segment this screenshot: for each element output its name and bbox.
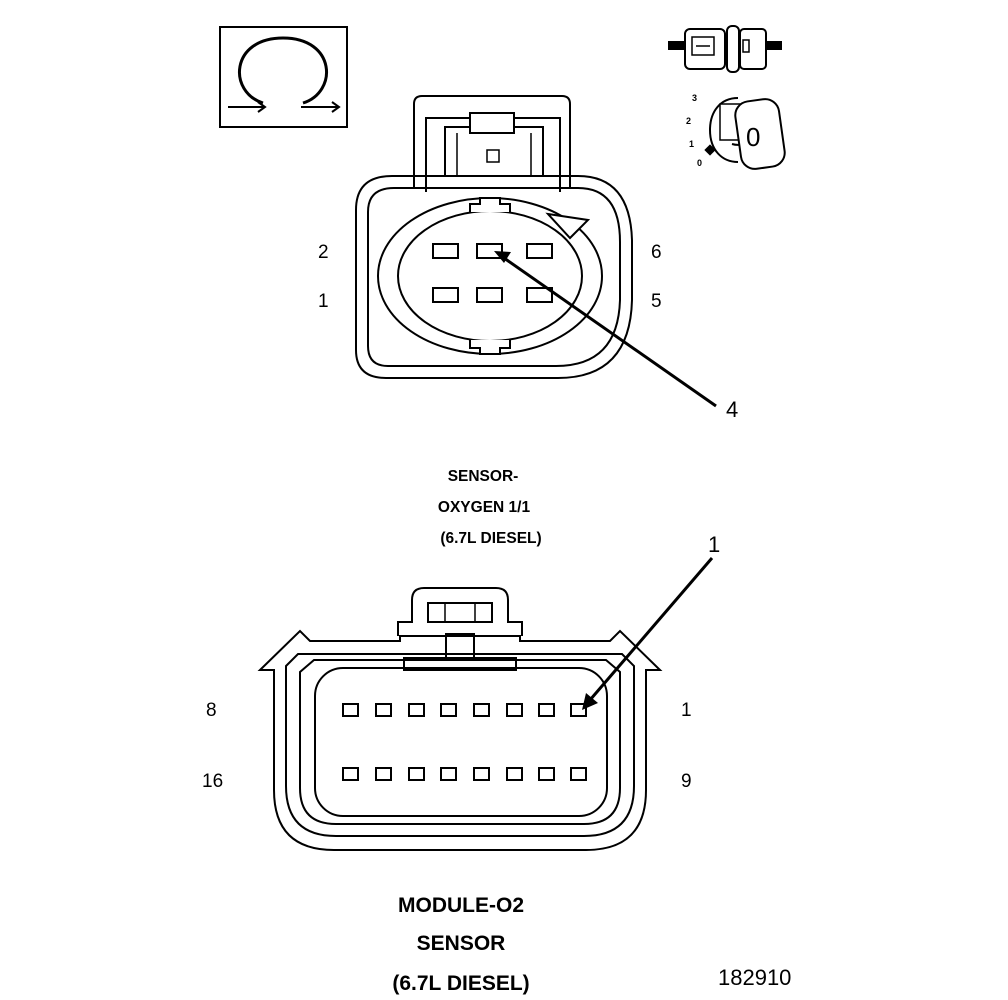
connector-side-view-icon <box>668 25 782 73</box>
key-position-1: 1 <box>689 139 694 149</box>
ignition-key-icon: 3 2 1 0 0 <box>686 93 786 170</box>
key-position-2: 2 <box>686 116 691 126</box>
module-cavity-13 <box>440 767 457 781</box>
key-position-3: 3 <box>692 93 697 103</box>
module-caption-line3: (6.7L DIESEL) <box>392 972 529 995</box>
module-cavity-7 <box>375 703 392 717</box>
module-cavity-5 <box>440 703 457 717</box>
module-cavity-2 <box>538 703 555 717</box>
sensor-caption-line1: SENSOR- <box>448 468 519 485</box>
module-cavity-10 <box>538 767 555 781</box>
cavity-grid <box>342 703 587 781</box>
pin-label-2: 2 <box>318 242 329 263</box>
module-cavity-9 <box>570 767 587 781</box>
module-cavity-6 <box>408 703 425 717</box>
module-cavity-3 <box>506 703 523 717</box>
pin-label-16: 16 <box>202 771 223 792</box>
cavity-1 <box>432 287 459 303</box>
cavity-5 <box>526 287 553 303</box>
sensor-caption-line2: OXYGEN 1/1 <box>438 499 531 516</box>
module-caption-line2: SENSOR <box>417 932 506 955</box>
pin-label-8: 8 <box>206 700 217 721</box>
o2-module-connector <box>257 587 663 851</box>
module-cavity-14 <box>408 767 425 781</box>
module-caption-line1: MODULE-O2 <box>398 894 524 917</box>
callout-arrow-4 <box>494 251 717 408</box>
cavity-6 <box>526 243 553 259</box>
sensor-caption-line3: (6.7L DIESEL) <box>440 530 541 547</box>
pin-label-6: 6 <box>651 242 662 263</box>
module-cavity-12 <box>473 767 490 781</box>
cavity-3 <box>476 287 503 303</box>
module-cavity-16 <box>342 767 359 781</box>
pin-label-5: 5 <box>651 291 662 312</box>
omega-symbol-icon <box>219 26 348 128</box>
cavity-4 <box>476 243 503 259</box>
module-cavity-4 <box>473 703 490 717</box>
pin-label-1-bottom: 1 <box>681 700 692 721</box>
module-cavity-8 <box>342 703 359 717</box>
callout-arrow-1 <box>582 557 714 710</box>
cavity-2 <box>432 243 459 259</box>
callout-4: 4 <box>726 397 738 422</box>
key-face-label: 0 <box>746 122 760 152</box>
module-cavity-11 <box>506 767 523 781</box>
pin-label-9: 9 <box>681 771 692 792</box>
module-cavity-1 <box>570 703 587 717</box>
key-position-0: 0 <box>697 158 702 168</box>
figure-number: 182910 <box>718 965 791 990</box>
module-cavity-15 <box>375 767 392 781</box>
callout-1: 1 <box>708 532 720 557</box>
pin-label-1: 1 <box>318 291 329 312</box>
oxygen-sensor-connector <box>355 95 633 379</box>
